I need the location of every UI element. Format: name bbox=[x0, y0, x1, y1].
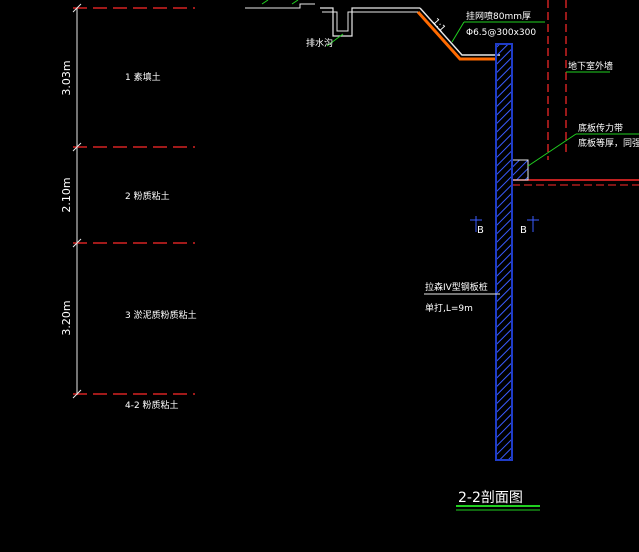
shotcrete-label-2: Φ6.5@300x300 bbox=[466, 28, 536, 38]
grass-hatch bbox=[291, 0, 299, 5]
slope-ratio-label: 1:1 bbox=[430, 17, 447, 34]
transfer-belt-label-1: 底板传力带 bbox=[578, 122, 623, 134]
drainage-annotation: 排水沟 bbox=[306, 33, 344, 49]
pile-length-label: 单打,L=9m bbox=[425, 302, 473, 314]
soil-dimension-column: 3.03m 2.10m 3.20m 1 素填土 2 粉质粘土 3 淤泥质粉质粘土… bbox=[60, 3, 197, 411]
ground-surface-line bbox=[245, 3, 315, 9]
steel-sheet-pile bbox=[495, 43, 513, 461]
grass-hatch bbox=[261, 0, 269, 5]
layer-label-2: 2 粉质粘土 bbox=[125, 190, 170, 202]
transfer-belt-annotation: 底板传力带 底板等厚，同强度等级 bbox=[511, 122, 639, 181]
ground-profile: 1:1 bbox=[245, 0, 500, 61]
shotcrete-leader bbox=[451, 21, 465, 43]
dim-tick-3 bbox=[72, 389, 82, 399]
shotcrete-annotation: 挂网喷80mm厚 Φ6.5@300x300 bbox=[451, 10, 545, 43]
drawing-title-block: 2-2剖面图 bbox=[456, 490, 540, 511]
pile-name-label: 拉森IV型钢板桩 bbox=[425, 281, 488, 293]
layer-thickness-2: 2.10m bbox=[60, 177, 73, 212]
shotcrete-slope bbox=[416, 11, 497, 61]
drainage-ditch-inner bbox=[322, 11, 418, 32]
transfer-belt-label-2: 底板等厚，同强度等级 bbox=[578, 137, 639, 149]
dim-tick-1 bbox=[72, 142, 82, 152]
dim-tick-2 bbox=[72, 238, 82, 248]
basement-outline: 地下室外墙 bbox=[512, 0, 639, 186]
section-mark-left-letter: B bbox=[477, 225, 484, 236]
drawing-title: 2-2剖面图 bbox=[458, 490, 523, 506]
pile-annotation: 拉森IV型钢板桩 单打,L=9m bbox=[424, 281, 500, 314]
shotcrete-label-1: 挂网喷80mm厚 bbox=[466, 10, 531, 22]
drainage-label: 排水沟 bbox=[306, 37, 333, 49]
layer-label-1: 1 素填土 bbox=[125, 71, 161, 83]
slope-line bbox=[419, 7, 500, 56]
layer-label-3: 3 淤泥质粉质粘土 bbox=[125, 309, 197, 321]
layer-thickness-1: 3.03m bbox=[60, 60, 73, 95]
drainage-leader bbox=[326, 33, 344, 47]
drainage-ditch-outer bbox=[320, 7, 420, 37]
section-mark: B B bbox=[470, 216, 539, 236]
sheet-pile-body bbox=[495, 43, 513, 461]
section-mark-right-letter: B bbox=[520, 225, 527, 236]
layer-label-4: 4-2 粉质粘土 bbox=[125, 399, 179, 411]
transfer-belt-block bbox=[511, 159, 529, 181]
transfer-belt-leader bbox=[527, 133, 577, 167]
dim-tick-0 bbox=[72, 3, 82, 13]
basement-wall-label: 地下室外墙 bbox=[568, 60, 613, 72]
layer-thickness-3: 3.20m bbox=[60, 300, 73, 335]
